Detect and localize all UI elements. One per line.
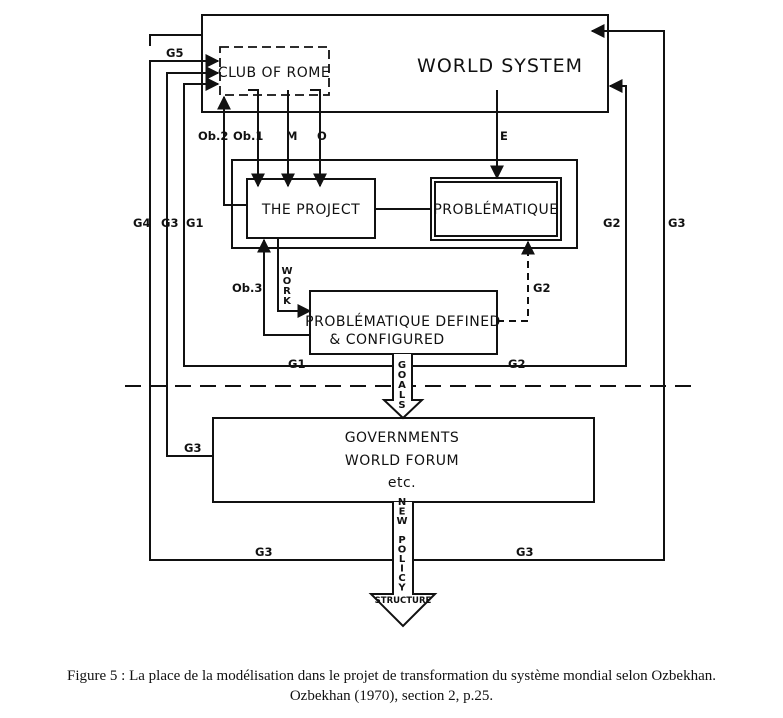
ob3-arrow (257, 238, 310, 336)
problematique-label: PROBLÉMATIQUE (433, 201, 558, 218)
label-ob1: Ob.1 (233, 129, 263, 143)
goals-label: GOALS (397, 360, 408, 410)
label-g1-left: G1 (186, 216, 203, 230)
g3-outer-right-loop (412, 24, 665, 561)
label-g3-left: G3 (161, 216, 178, 230)
caption-line-2: Ozbekhan (1970), section 2, p.25. (289, 688, 494, 704)
figure-caption: Figure 5 : La place de la modélisation d… (0, 666, 783, 706)
label-g5: G5 (166, 46, 183, 60)
ob2-arrow (217, 95, 247, 206)
label-g2-dashed: G2 (533, 281, 550, 295)
g2-feedback-loop (412, 79, 627, 367)
system-diagram: WORLD SYSTEM CLUB OF ROME THE PROJECT PR… (125, 14, 700, 628)
problematique-defined-label-2: & CONFIGURED (329, 332, 444, 348)
ob1-arrow (248, 89, 265, 188)
new-policy-hollow-arrow (368, 502, 438, 628)
label-o: O (317, 129, 327, 143)
structure-label: STRUCTURE (375, 596, 432, 606)
label-m: M (286, 129, 297, 143)
g2-dashed-arrow (497, 240, 535, 322)
goals-hollow-arrow (381, 354, 425, 420)
label-g2-bottom: G2 (508, 357, 525, 371)
g3-governments-loop (166, 66, 220, 457)
g1-feedback-loop (183, 77, 393, 367)
label-ob3: Ob.3 (232, 281, 262, 295)
g5-arrow (149, 34, 202, 46)
work-label: WORK (281, 266, 292, 306)
label-g3-governments: G3 (184, 441, 201, 455)
governments-label-2: WORLD FORUM (345, 453, 459, 469)
governments-label-3: etc. (388, 475, 416, 491)
world-system-label: WORLD SYSTEM (417, 55, 583, 77)
governments-label-1: GOVERNMENTS (345, 430, 460, 446)
club-of-rome-label: CLUB OF ROME (218, 65, 330, 81)
label-g3-right: G3 (668, 216, 685, 230)
club-of-rome-box (219, 46, 330, 96)
label-g3-bottom-right: G3 (516, 545, 533, 559)
the-project-label: THE PROJECT (261, 202, 360, 218)
problematique-defined-label-1: PROBLÉMATIQUE DEFINED (305, 313, 501, 330)
world-system-box (201, 14, 609, 113)
work-arrow (277, 238, 312, 318)
problematique-box-inner (434, 181, 558, 237)
caption-line-1: Figure 5 : La place de la modélisation d… (67, 668, 716, 684)
label-g3-bottom-left: G3 (255, 545, 272, 559)
g3-outer-left-loop (149, 54, 393, 561)
label-g2-right: G2 (603, 216, 620, 230)
label-ob2: Ob.2 (198, 129, 228, 143)
o-arrow (310, 89, 327, 188)
label-g4-left: G4 (133, 216, 150, 230)
new-policy-label: NEW POLICY (396, 497, 407, 592)
label-e: E (500, 129, 508, 143)
label-g1-bottom: G1 (288, 357, 305, 371)
